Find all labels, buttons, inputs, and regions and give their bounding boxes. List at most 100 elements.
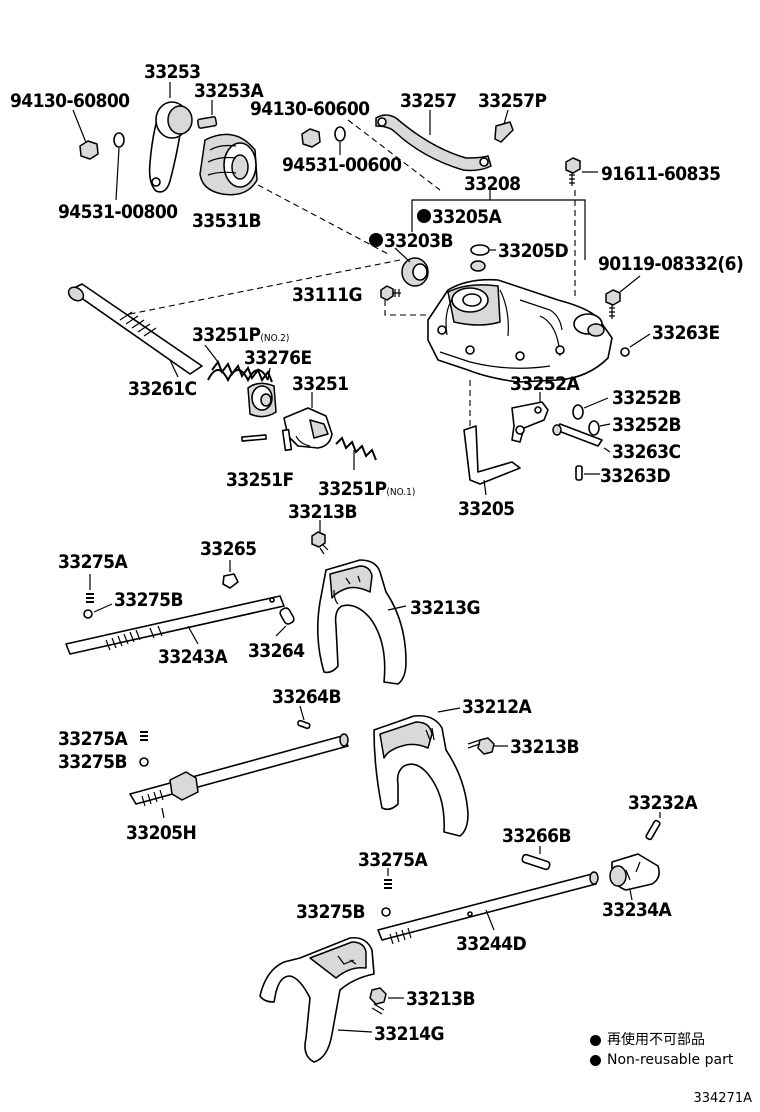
- diagram-code: 334271A: [693, 1091, 752, 1106]
- label-33205: 33205: [458, 498, 514, 520]
- label-33275b-2: 33275B: [58, 751, 127, 773]
- part-33253-lever: [148, 82, 193, 193]
- label-94130-60800: 94130-60800: [10, 90, 130, 112]
- part-94130-60800-nut: [72, 109, 99, 160]
- part-33264b-pin: [297, 705, 311, 730]
- legend-text-en: Non-reusable part: [607, 1052, 734, 1068]
- label-33252a: 33252A: [510, 373, 580, 395]
- part-33257-link: [375, 110, 492, 172]
- label-33205a: 33205A: [432, 206, 502, 228]
- part-33213b-bolt-1: [311, 520, 329, 555]
- part-33205h-shaft: [129, 733, 349, 819]
- legend-dot-icon: [590, 1034, 601, 1046]
- label-33275a-3: 33275A: [358, 849, 428, 871]
- label-94531-00800: 94531-00800: [58, 201, 178, 223]
- part-33275b-ball-3: [381, 907, 391, 917]
- part-33205d-washer: [470, 244, 496, 272]
- label-33251p-no1-sub: (NO.1): [386, 487, 415, 498]
- label-33213b-2: 33213B: [510, 736, 579, 758]
- part-33257p-pin: [494, 109, 514, 143]
- part-33214g-fork: [259, 936, 375, 1063]
- label-33208: 33208: [464, 173, 520, 195]
- part-33213b-bolt-2: [467, 737, 508, 755]
- part-33531b-boot: [199, 133, 258, 196]
- label-33251p-no1-text: 33251P: [318, 478, 386, 500]
- part-33212a-fork: [373, 707, 469, 837]
- part-90119-08332-bolt: [605, 275, 641, 319]
- part-33263d-pin: [575, 465, 600, 481]
- label-33263c: 33263C: [612, 441, 680, 463]
- label-33205d: 33205D: [498, 240, 568, 262]
- label-94130-60600: 94130-60600: [250, 98, 370, 120]
- label-33251f: 33251F: [226, 469, 294, 491]
- label-33111g: 33111G: [292, 284, 362, 306]
- label-33251p-no1: 33251P(NO.1): [318, 478, 415, 500]
- label-33251p-no2: 33251P(NO.2): [192, 324, 289, 346]
- label-33251: 33251: [292, 373, 348, 395]
- part-33232a-pin: [645, 812, 661, 841]
- label-33243a: 33243A: [158, 646, 228, 668]
- label-33263e: 33263E: [652, 322, 720, 344]
- part-33265-plug: [222, 560, 239, 589]
- part-33203b-seal: [369, 233, 429, 287]
- part-91611-60835-bolt: [565, 157, 598, 186]
- legend: 再使用不可部品 Non-reusable part: [590, 1030, 733, 1070]
- part-33253a-pin: [197, 100, 218, 129]
- part-33275a-spring-3: [384, 868, 392, 889]
- part-33275b-ball-1: [83, 603, 113, 619]
- part-33251f-pin: [241, 434, 267, 442]
- part-33251p-no2-spring: [204, 344, 273, 383]
- legend-text-jp: 再使用不可部品: [607, 1032, 705, 1048]
- label-33253: 33253: [144, 61, 200, 83]
- part-33213g-fork: [316, 559, 407, 685]
- legend-row-jp: 再使用不可部品: [590, 1030, 733, 1050]
- label-33203b: 33203B: [384, 230, 453, 252]
- part-33275b-ball-2: [139, 757, 149, 767]
- part-33213b-bolt-3: [369, 987, 404, 1015]
- label-33275a-2: 33275A: [58, 728, 128, 750]
- part-33205a-plug: [417, 209, 431, 223]
- label-33275b-3: 33275B: [296, 901, 365, 923]
- label-33251p-no2-sub: (NO.2): [260, 333, 289, 344]
- label-33531b: 33531B: [192, 210, 261, 232]
- legend-dot-icon: [590, 1054, 601, 1066]
- part-33251-lever: [281, 392, 333, 452]
- label-33205h: 33205H: [126, 822, 196, 844]
- label-33213g: 33213G: [410, 597, 480, 619]
- part-33275a-spring-1: [86, 574, 94, 603]
- label-33263d: 33263D: [600, 465, 670, 487]
- legend-row-en: Non-reusable part: [590, 1050, 733, 1070]
- part-33266b-pin: [521, 846, 551, 871]
- part-33208-housing: [427, 278, 613, 383]
- label-33252b-1: 33252B: [612, 387, 681, 409]
- label-33275b-1: 33275B: [114, 589, 183, 611]
- label-33266b: 33266B: [502, 825, 571, 847]
- part-94130-60600-nut: [301, 128, 321, 148]
- label-33214g: 33214G: [374, 1023, 444, 1045]
- part-33111g-bolt: [380, 285, 401, 301]
- label-33232a: 33232A: [628, 792, 698, 814]
- part-33261c-shaft: [67, 283, 203, 378]
- label-33212a: 33212A: [462, 696, 532, 718]
- label-33257: 33257: [400, 90, 456, 112]
- part-33251p-no1-spring: [335, 436, 377, 470]
- label-33264: 33264: [248, 640, 305, 662]
- part-94531-00800-washer: [113, 132, 125, 201]
- label-33251p-no2-text: 33251P: [192, 324, 260, 346]
- part-33234a-lever: [609, 853, 660, 901]
- part-33275a-spring-2: [140, 731, 148, 741]
- label-33252b-2: 33252B: [612, 414, 681, 436]
- label-33257p: 33257P: [478, 90, 546, 112]
- label-90119-08332: 90119-08332(6): [598, 253, 743, 275]
- part-33252a-bracket: [511, 392, 549, 443]
- label-33276e: 33276E: [244, 347, 312, 369]
- label-94531-00600: 94531-00600: [282, 154, 402, 176]
- label-33213b-3: 33213B: [406, 988, 475, 1010]
- part-33252b-clip-2: [588, 420, 611, 436]
- part-33243a-shaft: [65, 595, 285, 655]
- label-91611-60835: 91611-60835: [601, 163, 720, 185]
- label-33265: 33265: [200, 538, 256, 560]
- label-33261c: 33261C: [128, 378, 196, 400]
- part-33263e-clip: [620, 333, 651, 357]
